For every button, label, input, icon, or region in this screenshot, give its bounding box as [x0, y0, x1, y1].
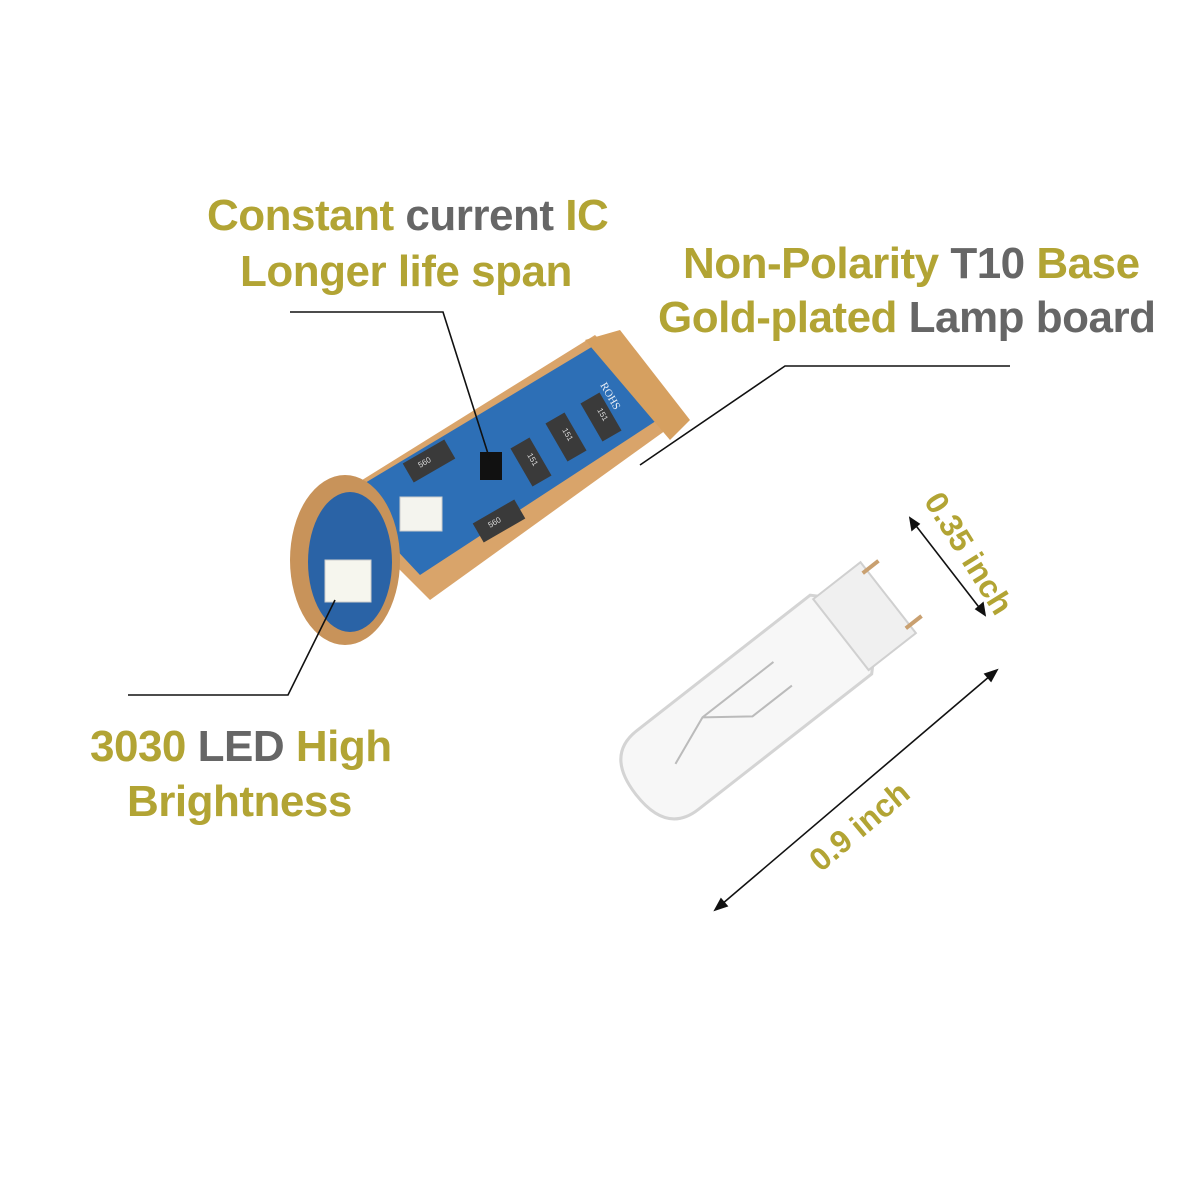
w5w-glass-bulb — [619, 559, 923, 821]
gold-plated-contacts — [585, 330, 690, 440]
text-led: LED — [197, 722, 285, 771]
callout-base-line1: Non-Polarity T10 Base — [683, 242, 1140, 286]
callout-ic-line1: Constant current IC — [207, 191, 609, 240]
resistor-560 — [402, 439, 456, 483]
led-bulb: ROHS 151 151 151 560 560 — [290, 330, 690, 645]
text-non-polarity: Non-Polarity — [683, 239, 939, 288]
text-ic: IC — [565, 191, 609, 240]
resistor-151-a — [510, 437, 552, 487]
leader-lines — [128, 311, 1010, 696]
leader-base — [639, 365, 1010, 466]
callout-led-line2: Brightness — [127, 777, 352, 826]
callout-led-line1: 3030 LED High — [90, 725, 392, 769]
resistor-151-b — [545, 412, 587, 462]
text-lamp-board: Lamp board — [908, 293, 1156, 342]
leader-led — [128, 599, 336, 696]
text-3030: 3030 — [90, 722, 186, 771]
text-base: Base — [1036, 239, 1140, 288]
callout-base-line2: Gold-plated Lamp board — [658, 293, 1156, 342]
text-gold-plated: Gold-plated — [658, 293, 897, 342]
side-led-chip — [399, 496, 443, 532]
resistor-151-c — [580, 392, 622, 442]
leader-ic — [290, 311, 491, 461]
resistor-560-b — [472, 499, 526, 543]
text-constant: Constant — [207, 191, 394, 240]
diameter-arrow — [909, 517, 986, 616]
length-arrow — [714, 669, 998, 911]
resistors — [402, 392, 622, 543]
ic-chip — [480, 452, 502, 480]
text-t10: T10 — [950, 239, 1025, 288]
callout-ic-line2: Longer life span — [240, 247, 572, 296]
text-current: current — [405, 191, 554, 240]
dimension-arrows — [713, 516, 999, 912]
end-led-chip — [324, 559, 372, 603]
text-high: High — [295, 722, 392, 771]
